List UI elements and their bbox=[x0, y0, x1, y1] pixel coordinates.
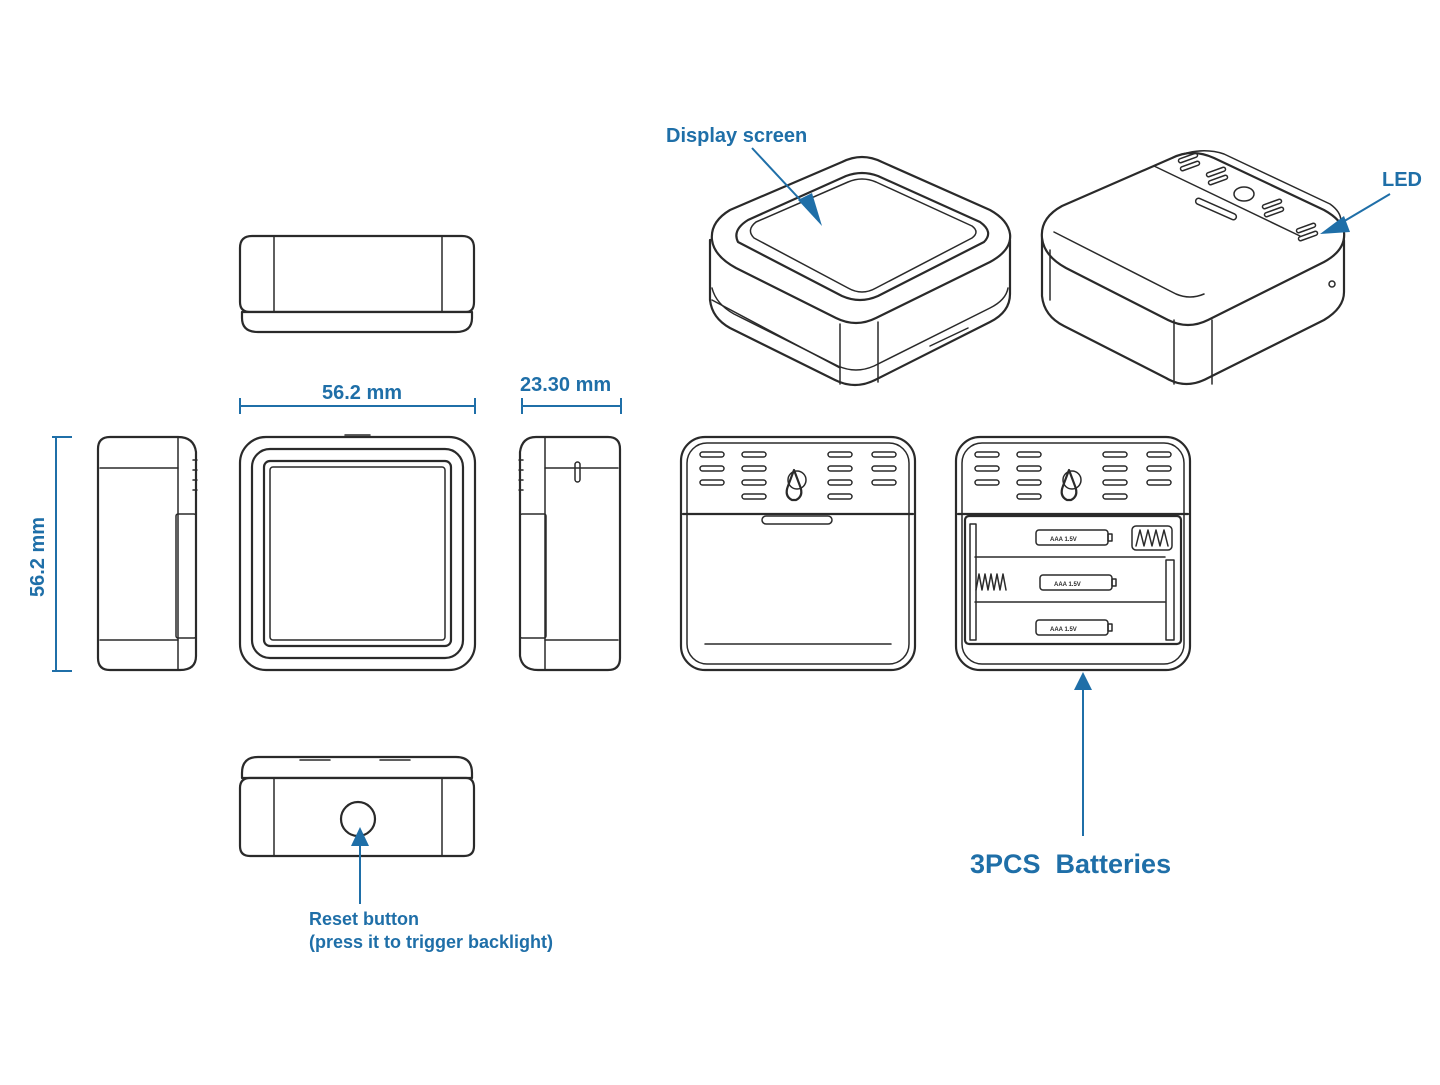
vent-slots-left bbox=[699, 451, 767, 500]
annotation-reset-button: Reset button (press it to trigger backli… bbox=[309, 827, 553, 952]
arrow-icon bbox=[1074, 672, 1092, 690]
spring-icon bbox=[1131, 525, 1173, 551]
vent-slots-open-left bbox=[974, 451, 1042, 500]
vent-slots-open-right bbox=[1102, 451, 1172, 500]
spring-icon bbox=[975, 573, 1007, 591]
arrow-icon bbox=[351, 827, 369, 846]
battery-2: AAA 1.5V bbox=[1039, 574, 1117, 591]
battery-label: AAA 1.5V bbox=[1054, 582, 1081, 588]
width-dimension-label: 56.2 mm bbox=[322, 382, 402, 404]
dimension-height: 56.2 mm bbox=[27, 436, 72, 672]
battery-label: AAA 1.5V bbox=[1050, 627, 1077, 633]
battery-label: AAA 1.5V bbox=[1050, 537, 1077, 543]
arrow-icon bbox=[1320, 216, 1350, 234]
back-view-open: AAA 1.5V AAA 1.5V AAA 1.5V bbox=[954, 435, 1192, 672]
battery-3: AAA 1.5V bbox=[1035, 619, 1113, 636]
isometric-back-view bbox=[1040, 150, 1346, 386]
keyhole-icon bbox=[1233, 186, 1255, 202]
annotation-display-screen: Display screen bbox=[666, 125, 822, 226]
isometric-front-view bbox=[708, 155, 1012, 387]
keyhole-icon bbox=[785, 468, 803, 502]
bottom-view bbox=[238, 755, 476, 858]
vent-slots-right bbox=[827, 451, 897, 500]
dimension-width: 56.2 mm bbox=[239, 382, 476, 414]
battery-1: AAA 1.5V bbox=[1035, 529, 1113, 546]
front-view bbox=[238, 434, 477, 672]
dimension-depth: 23.30 mm bbox=[520, 374, 622, 414]
depth-dimension-label: 23.30 mm bbox=[520, 374, 611, 396]
led-label: LED bbox=[1382, 169, 1422, 191]
keyhole-icon bbox=[1060, 468, 1078, 502]
annotation-batteries: 3PCS Batteries bbox=[970, 672, 1171, 879]
reset-button-label: Reset button bbox=[309, 909, 419, 929]
batteries-label: 3PCS Batteries bbox=[970, 849, 1171, 879]
back-view-closed bbox=[679, 435, 917, 672]
arrow-icon bbox=[798, 193, 822, 226]
annotation-led: LED bbox=[1320, 169, 1422, 234]
display-screen-label: Display screen bbox=[666, 125, 807, 147]
height-dimension-label: 56.2 mm bbox=[27, 517, 49, 597]
right-side-view bbox=[518, 435, 622, 672]
vent-slots-iso bbox=[1177, 152, 1319, 242]
reset-hint-label: (press it to trigger backlight) bbox=[309, 932, 553, 952]
top-view bbox=[238, 234, 476, 334]
left-side-view bbox=[96, 435, 198, 672]
led-indicator bbox=[1328, 280, 1336, 288]
